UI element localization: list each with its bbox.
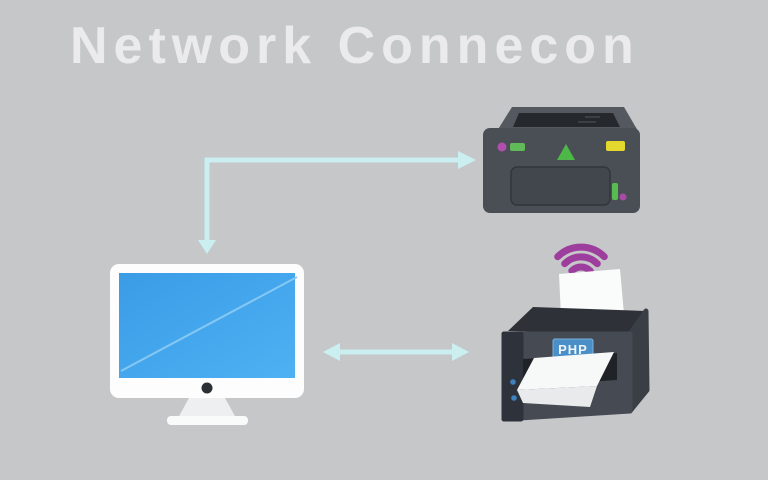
status-dot-blue-1	[510, 379, 516, 385]
arrowhead-left-icon	[323, 343, 340, 361]
arrow-computer-to-wireless-printer	[323, 343, 469, 361]
output-paper-top	[517, 352, 614, 390]
printer-top-face	[508, 307, 646, 334]
printer-left-strip	[501, 331, 524, 422]
arrow-computer-to-laser-printer	[198, 151, 476, 254]
paper-tray-panel	[510, 166, 611, 206]
wireless-printer-icon: PHP	[501, 243, 650, 422]
indicator-dot-magenta	[619, 193, 627, 201]
arrowhead-right-icon	[458, 151, 476, 169]
page-title: Network Connecon	[70, 17, 640, 75]
php-label-text: PHP	[558, 342, 588, 357]
eject-triangle-icon	[557, 144, 575, 160]
laser-printer-icon	[483, 107, 640, 213]
indicator-bar-green	[612, 183, 618, 200]
monitor-camera-dot	[201, 382, 213, 394]
printer-top-detail	[578, 116, 600, 123]
monitor-stand	[178, 398, 236, 418]
output-paper-fold	[517, 386, 597, 407]
desktop-monitor-icon	[110, 264, 304, 425]
arrowhead-right-icon	[452, 343, 469, 361]
indicator-light-yellow	[606, 141, 625, 151]
arrowhead-down-icon	[198, 240, 216, 254]
paper-sheet-top	[559, 269, 624, 317]
status-dot-blue-2	[511, 395, 517, 401]
monitor-base	[167, 416, 248, 425]
screen-glare-line	[120, 276, 298, 372]
printer-top-recess	[513, 113, 620, 127]
indicator-light-magenta	[497, 142, 507, 152]
printer-right-side	[627, 308, 650, 414]
indicator-light-green	[510, 143, 525, 151]
